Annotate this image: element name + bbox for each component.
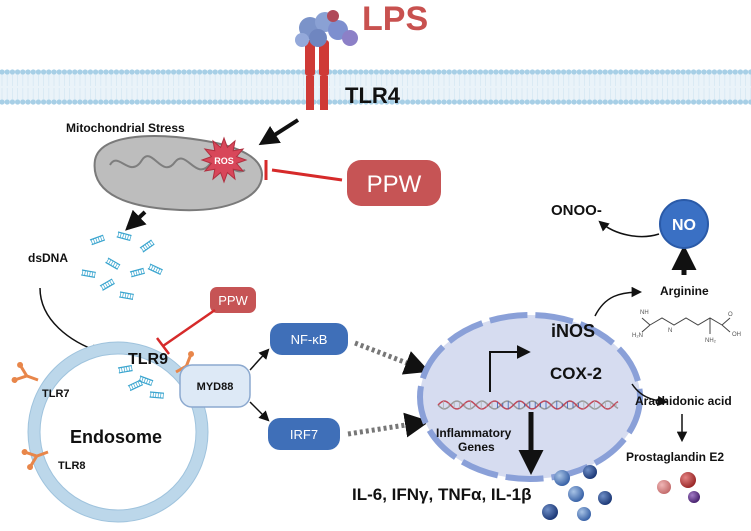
tlr-receptor-icon: [21, 449, 49, 471]
tlr4-to-ros-arrow: [258, 118, 300, 146]
svg-text:H₂N: H₂N: [632, 333, 643, 339]
cell-membrane: [0, 69, 751, 105]
ros-burst-icon: [200, 136, 248, 184]
cytokine-spheres-icon: [542, 465, 612, 521]
nfkb-label: NF-κB: [291, 332, 328, 347]
myd88-to-irf7-arrow: [249, 401, 270, 422]
dsdna-fragments-icon: [81, 231, 163, 300]
inos-to-arginine-arrow: [594, 286, 643, 317]
myd88-label: MYD88: [197, 381, 234, 393]
lps-label: LPS: [362, 0, 428, 38]
svg-text:O: O: [728, 312, 733, 318]
irf7-label: IRF7: [290, 427, 318, 442]
nfkb-to-nucleus-arrow: [354, 340, 430, 375]
inos-label: iNOS: [551, 321, 595, 341]
dsdna-label: dsDNA: [28, 251, 68, 265]
tlr9-label: TLR9: [128, 351, 168, 368]
svg-text:NH₂: NH₂: [705, 338, 717, 344]
myd88-to-nfkb-arrow: [249, 348, 270, 371]
nfkb-box: [270, 323, 348, 355]
arginine-atom-labels: NH H₂N N NH₂ O OH: [632, 310, 741, 344]
no-label: NO: [672, 217, 696, 234]
ppw-main-box: [347, 160, 441, 206]
ppw-small-box: [210, 287, 256, 313]
arginine-label: Arginine: [660, 284, 709, 298]
ros-label: ROS: [214, 156, 234, 166]
dna-helix-icon: [437, 400, 619, 410]
myd88-box: [179, 364, 251, 408]
prostaglandin-label: Prostaglandin E2: [626, 450, 724, 464]
irf7-box: [268, 418, 340, 450]
ppw-tlr9-inhibition: [156, 308, 216, 355]
nucleus-icon: [417, 312, 643, 482]
no-to-onoo-arrow: [598, 220, 660, 238]
tlr8-label: TLR8: [58, 460, 86, 472]
dsdna-to-tlr9-arrow: [39, 287, 102, 355]
irf7-to-nucleus-arrow: [347, 412, 430, 438]
mito-to-dsdna-arrow: [125, 209, 147, 231]
tlr4-label: TLR4: [345, 83, 401, 108]
arachidonic-label: Arachidonic acid: [635, 394, 732, 408]
ppw-ros-inhibition: [264, 160, 343, 182]
mito-stress-label: Mitochondrial Stress: [66, 121, 185, 135]
ppw-main-label: PPW: [367, 171, 422, 198]
svg-text:N: N: [668, 328, 672, 334]
ppw-small-label: PPW: [218, 293, 248, 308]
endosome-dsdna-icon: [117, 364, 164, 399]
no-circle: [659, 199, 709, 249]
cox2-to-arachidonic-arrow: [631, 383, 669, 407]
tlr-receptor-icon: [11, 361, 39, 383]
endosome-label: Endosome: [70, 427, 162, 447]
tlr4-receptor-icon: [305, 40, 329, 110]
onoo-label: ONOO-: [551, 202, 602, 219]
lps-protein-icon: [295, 10, 358, 47]
arginine-structure-icon: [641, 317, 731, 334]
endosome-icon: [27, 341, 209, 523]
transcription-start-arrow: [489, 345, 531, 392]
mitochondrion-icon: [93, 135, 264, 212]
svg-text:OH: OH: [732, 332, 741, 338]
inflam-genes-label-2: Genes: [458, 440, 495, 454]
svg-text:NH: NH: [640, 310, 649, 316]
tlr7-label: TLR7: [42, 388, 70, 400]
inflam-genes-label-1: Inflammatory: [436, 426, 512, 440]
prostaglandin-spheres-icon: [657, 472, 700, 503]
cox2-label: COX-2: [550, 364, 602, 383]
cytokines-label: IL-6, IFNγ, TNFα, IL-1β: [352, 485, 532, 504]
